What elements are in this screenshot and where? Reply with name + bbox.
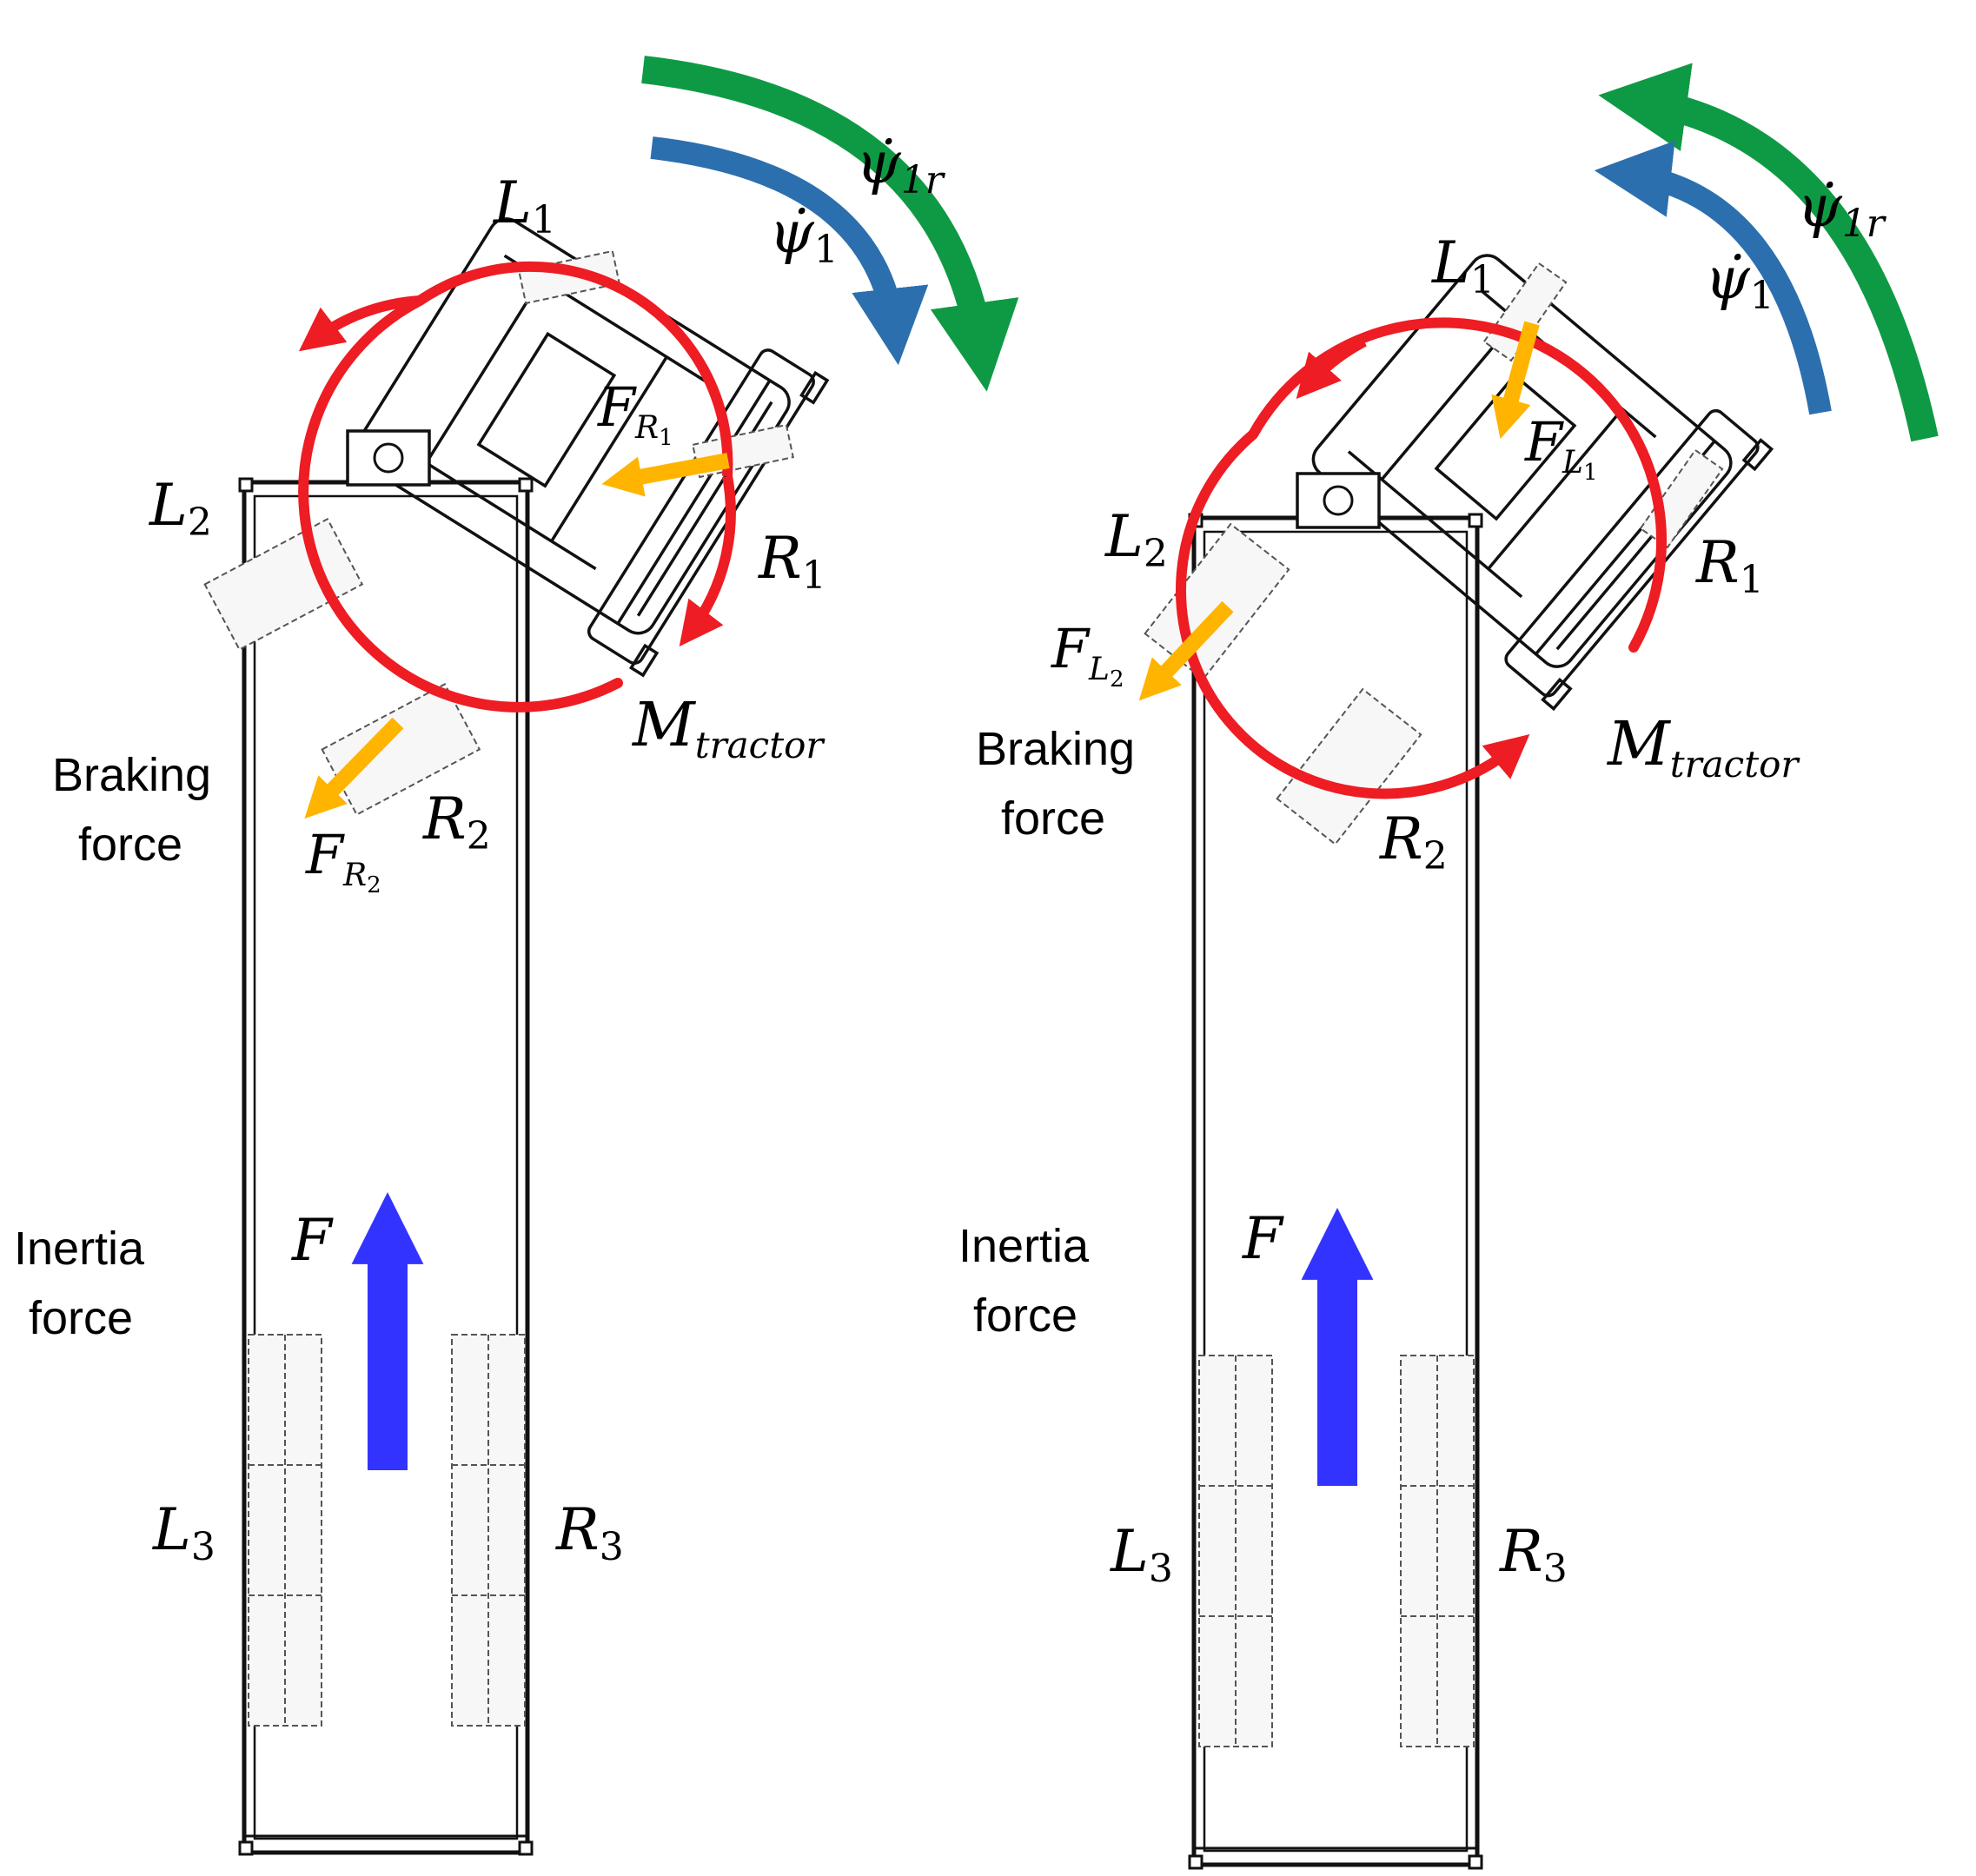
force-arrow-wheel2 — [304, 717, 404, 819]
hitch — [1296, 472, 1381, 529]
moment-arrow-head-right — [679, 474, 736, 647]
label-L2: L2 — [1104, 503, 1168, 576]
tire-R3 — [1400, 1355, 1475, 1747]
label-inertia-force-1: Inertia — [958, 1220, 1090, 1272]
right-diagram: ψ̇1r ψ̇1 L1 L2 R1 R2 L3 R3 FL1 FL2 Mtrac… — [958, 63, 1939, 1870]
label-L2: L2 — [149, 472, 212, 545]
label-L1: L1 — [493, 169, 556, 242]
label-braking-force-2: force — [78, 819, 182, 871]
label-F-wheel1: FR1 — [597, 375, 673, 451]
label-F-wheel2: FR2 — [305, 823, 381, 898]
tire-R2 — [321, 683, 481, 816]
label-braking-force-2: force — [1001, 792, 1105, 845]
tire-L3 — [248, 1334, 322, 1727]
label-R2: R2 — [422, 786, 491, 858]
label-psi: ψ̇1 — [1705, 245, 1774, 318]
force-arrow-wheel1 — [1491, 321, 1540, 440]
tire-L1 — [518, 249, 620, 305]
force-arrow-wheel2 — [1138, 600, 1234, 701]
label-psi-r: ψ̇1r — [856, 129, 946, 202]
label-braking-force-1: Braking — [976, 723, 1135, 775]
label-F-wheel1: FL1 — [1524, 410, 1597, 486]
moment-arrow-head-bottom — [1175, 430, 1530, 799]
yaw-rate-ref-arrow — [641, 56, 1019, 392]
label-L3: L3 — [152, 1496, 216, 1569]
hitch — [346, 429, 431, 487]
label-F-inertia: F — [291, 1207, 334, 1274]
label-psi-r: ψ̇1r — [1797, 173, 1887, 246]
yaw-rate-arrow — [1594, 140, 1832, 415]
tire-L2 — [1144, 522, 1290, 680]
tire-L2 — [203, 518, 364, 651]
yaw-rate-ref-arrow — [1598, 63, 1939, 442]
tire-L3 — [1198, 1355, 1273, 1747]
yaw-rate-arrow — [650, 136, 929, 366]
force-arrow-wheel1 — [601, 453, 730, 497]
label-R1: R1 — [758, 525, 826, 598]
label-M-tractor: Mtractor — [631, 689, 826, 766]
label-inertia-force-1: Inertia — [14, 1223, 145, 1275]
label-F-inertia: F — [1242, 1205, 1284, 1272]
label-R1: R1 — [1695, 529, 1764, 602]
label-inertia-force-2: force — [29, 1292, 133, 1344]
label-inertia-force-2: force — [973, 1289, 1078, 1342]
label-F-wheel2: FL2 — [1051, 617, 1124, 693]
label-braking-force-1: Braking — [52, 749, 211, 801]
moment-arrow — [298, 295, 623, 713]
label-M-tractor: Mtractor — [1606, 708, 1800, 786]
left-diagram: ψ̇1r ψ̇1 L1 L2 R1 R2 L3 R3 FR1 FR2 Mtrac… — [14, 56, 1019, 1856]
moment-arrow-head-top — [1296, 336, 1367, 400]
label-R3: R3 — [1499, 1518, 1568, 1591]
moment-arc-top — [416, 261, 733, 477]
label-psi: ψ̇1 — [769, 199, 839, 272]
tire-R3 — [451, 1334, 526, 1727]
moment-arrow-head-top — [298, 295, 421, 352]
label-L3: L3 — [1110, 1518, 1173, 1591]
label-L1: L1 — [1431, 229, 1495, 302]
label-R2: R2 — [1379, 805, 1448, 878]
label-R3: R3 — [555, 1496, 624, 1569]
